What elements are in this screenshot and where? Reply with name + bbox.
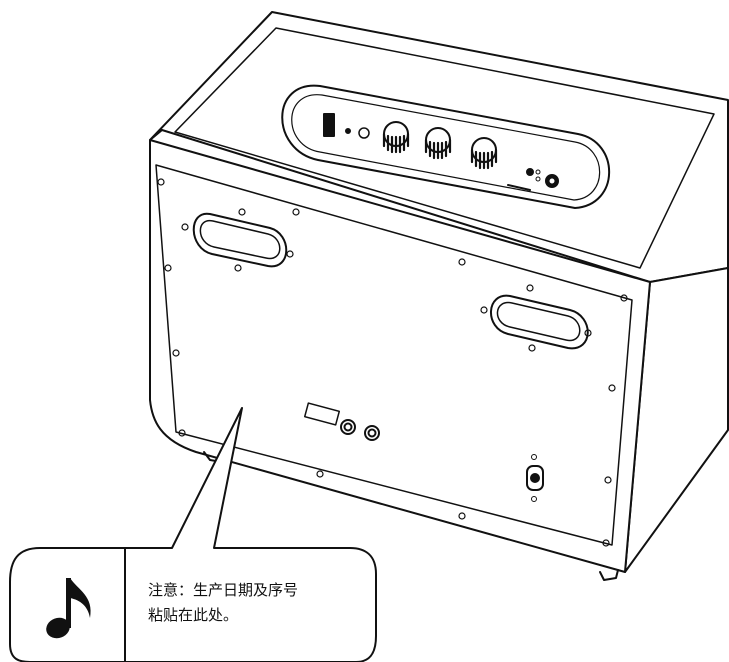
power-socket[interactable] (526, 454, 544, 502)
bluetooth-button[interactable] (526, 168, 541, 182)
cabinet-back-panel (149, 139, 651, 573)
treble-knob[interactable] (470, 137, 498, 170)
volume-knob[interactable] (382, 121, 410, 154)
power-switch[interactable] (323, 113, 335, 137)
music-note-icon (46, 578, 91, 639)
callout-bubble (9, 407, 377, 662)
back-plate (155, 164, 633, 546)
left-bass-port (192, 212, 288, 268)
top-inner-border (174, 27, 715, 269)
back-right-foot (599, 569, 619, 581)
rca-input-left[interactable] (340, 419, 356, 435)
indicator-led (345, 128, 351, 134)
headphone-jack[interactable] (545, 174, 559, 188)
serial-note: 注意：生产日期及序号 粘贴在此处。 (148, 578, 358, 628)
note-line-2: 粘贴在此处。 (148, 606, 239, 624)
note-line-1: 注意：生产日期及序号 (148, 581, 299, 599)
brand-text-mark (507, 184, 531, 191)
bass-knob[interactable] (424, 127, 452, 160)
input-button[interactable] (358, 127, 370, 139)
serial-label-area (303, 402, 341, 426)
screws (157, 178, 628, 547)
right-bass-port (490, 294, 589, 350)
rca-input-right[interactable] (364, 425, 380, 441)
